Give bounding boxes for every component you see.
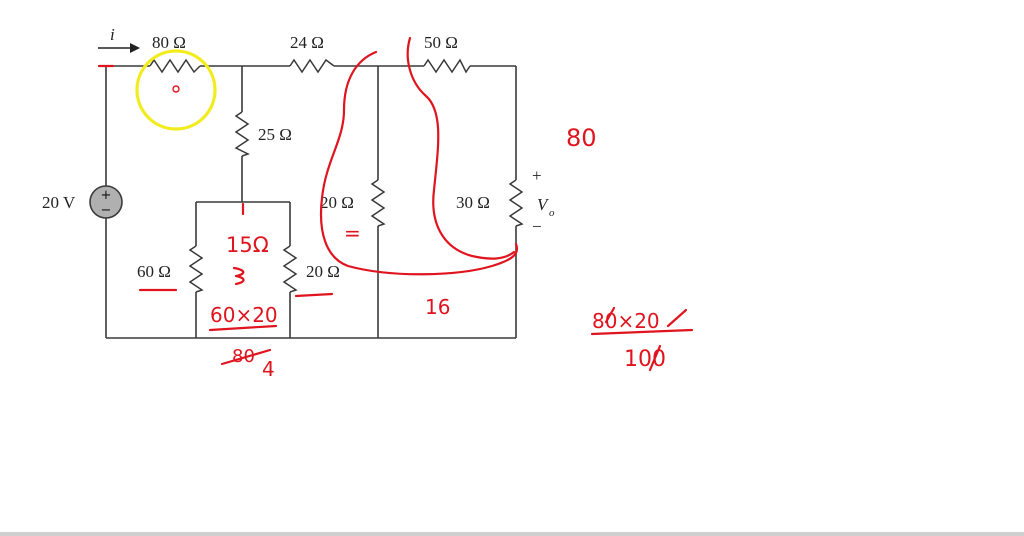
resistor-25-ohm xyxy=(234,111,250,157)
circuit-wires xyxy=(105,65,517,339)
label-20-ohm-middle: 20 Ω xyxy=(320,193,354,212)
label-30-ohm: 30 Ω xyxy=(456,193,490,212)
note-15-ohm: 15Ω xyxy=(226,233,269,257)
red-strike-2a xyxy=(604,306,616,324)
bottom-edge-bar xyxy=(0,532,1024,536)
label-24-ohm: 24 Ω xyxy=(290,33,324,52)
label-25-ohm: 25 Ω xyxy=(258,125,292,144)
resistor-60-ohm xyxy=(188,245,204,293)
resistor-20-ohm-lower xyxy=(282,245,298,293)
vo-label: V xyxy=(537,195,550,214)
red-inner-curve xyxy=(406,36,516,260)
red-strike-2b xyxy=(666,308,688,328)
vo-minus-sign: − xyxy=(532,217,542,236)
note-fraction1-denominator: 80 xyxy=(232,346,255,367)
resistor-30-ohm xyxy=(508,179,524,227)
red-strike-80 xyxy=(220,348,272,366)
red-underline-20 xyxy=(294,292,334,298)
source-plus-sign: + xyxy=(101,188,112,203)
voltage-source: + − xyxy=(89,185,123,219)
label-50-ohm: 50 Ω xyxy=(424,33,458,52)
highlight-circle xyxy=(135,49,217,131)
source-minus-sign: − xyxy=(101,203,112,218)
label-80-ohm: 80 Ω xyxy=(152,33,186,52)
cursor-dot xyxy=(172,85,180,93)
red-enclosing-loop xyxy=(319,50,519,276)
note-80: 80 xyxy=(566,124,597,152)
note-fraction2-numerator: 80×20 xyxy=(592,309,660,333)
vo-plus-sign: + xyxy=(532,166,542,185)
current-label: i xyxy=(110,25,115,44)
label-60-ohm: 60 Ω xyxy=(137,262,171,281)
red-squiggle xyxy=(232,266,245,286)
vo-subscript: o xyxy=(549,207,555,219)
current-arrow xyxy=(98,43,140,53)
label-source-voltage: 20 V xyxy=(42,193,76,212)
red-fraction-bar-2 xyxy=(590,328,694,336)
note-fraction1-numerator: 60×20 xyxy=(210,303,278,327)
note-equals: = xyxy=(344,221,361,245)
label-20-ohm-lower: 20 Ω xyxy=(306,262,340,281)
note-fraction1-result: 4 xyxy=(262,357,275,381)
resistor-50-ohm xyxy=(423,58,471,74)
resistor-24-ohm xyxy=(289,58,335,74)
note-16: 16 xyxy=(425,295,450,319)
red-strike-2c xyxy=(648,344,662,372)
red-annotations xyxy=(97,36,694,372)
resistor-20-ohm-middle xyxy=(370,179,386,227)
resistor-80-ohm xyxy=(149,58,201,74)
note-fraction2-denominator: 100 xyxy=(624,347,666,372)
red-fraction-bar-1 xyxy=(208,324,278,332)
